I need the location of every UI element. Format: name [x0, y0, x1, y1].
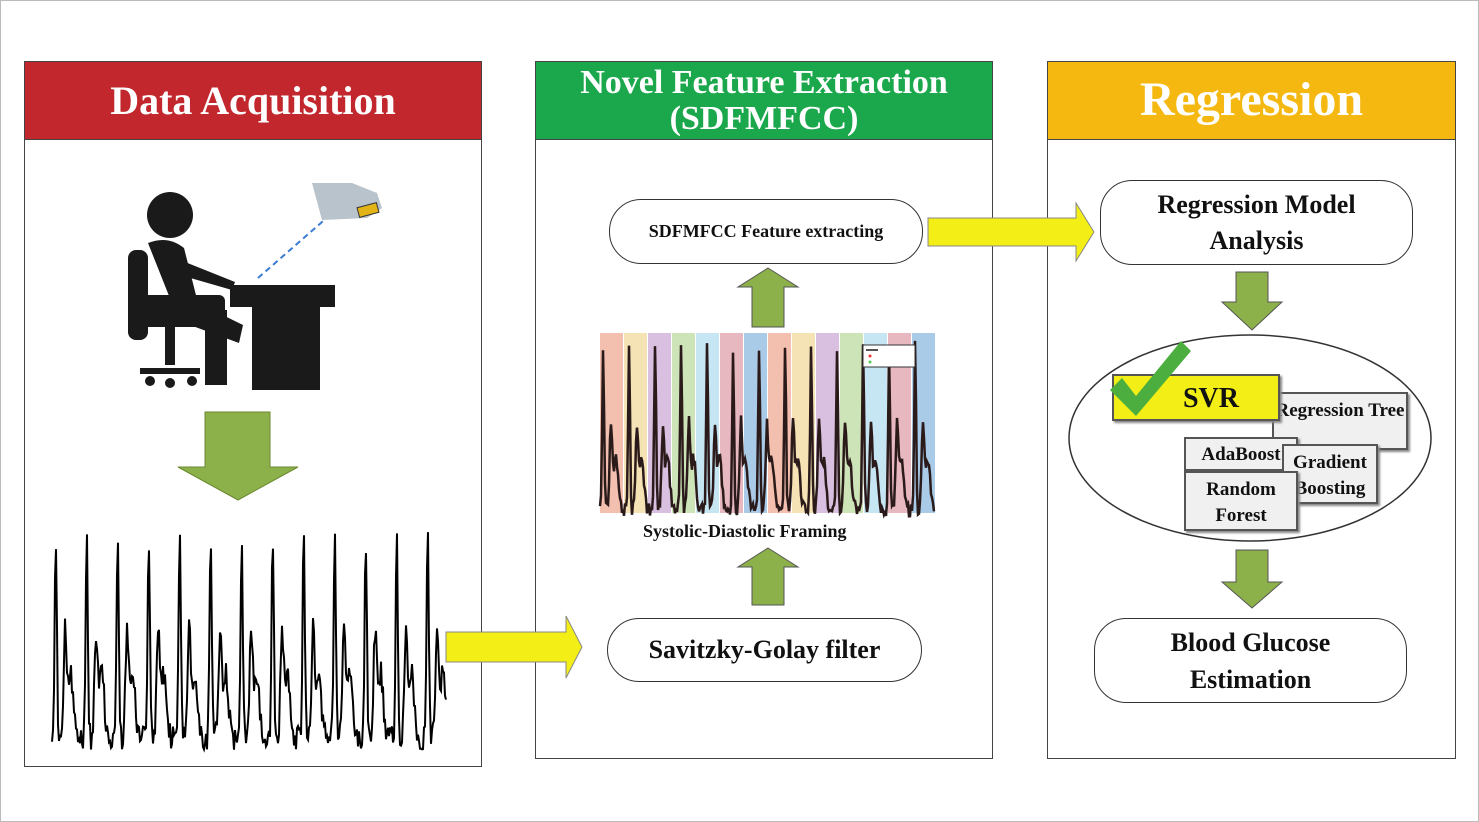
framing-caption: Systolic-Diastolic Framing: [643, 521, 846, 542]
hand-with-sensor-icon: [312, 183, 382, 220]
right-arrow-icon: [446, 616, 582, 678]
down-arrow-icon: [178, 412, 298, 500]
ppg-signal-waveform: [52, 532, 446, 750]
person-at-desk-icon: [128, 192, 335, 390]
regression-tree-label: Regression Tree: [1276, 400, 1405, 421]
gradient-boosting-label: Gradient Boosting: [1293, 452, 1367, 499]
down-arrow-icon: [1222, 550, 1282, 608]
savitzky-golay-label: Savitzky-Golay filter: [649, 635, 881, 665]
sdfmfcc-extract-step: SDFMFCC Feature extracting: [609, 199, 923, 264]
glucose-estimation-label: Blood Glucose Estimation: [1145, 624, 1356, 698]
savitzky-golay-step: Savitzky-Golay filter: [607, 618, 922, 682]
up-arrow-icon: [738, 548, 798, 605]
sensor-link-line: [258, 215, 330, 278]
adaboost-label: AdaBoost: [1201, 444, 1280, 465]
regression-analysis-label: Regression Model Analysis: [1121, 187, 1392, 259]
sdfmfcc-extract-label: SDFMFCC Feature extracting: [649, 221, 884, 242]
right-arrow-icon: [928, 203, 1094, 261]
adaboost-box: AdaBoost: [1184, 437, 1298, 471]
up-arrow-icon: [738, 268, 798, 327]
checkmark-icon: [1105, 340, 1195, 425]
glucose-estimation-step: Blood Glucose Estimation: [1094, 618, 1407, 703]
down-arrow-icon: [1222, 272, 1282, 330]
regression-analysis-step: Regression Model Analysis: [1100, 180, 1413, 265]
random-forest-label: Random Forest: [1206, 479, 1276, 526]
random-forest-box: Random Forest: [1184, 471, 1298, 531]
